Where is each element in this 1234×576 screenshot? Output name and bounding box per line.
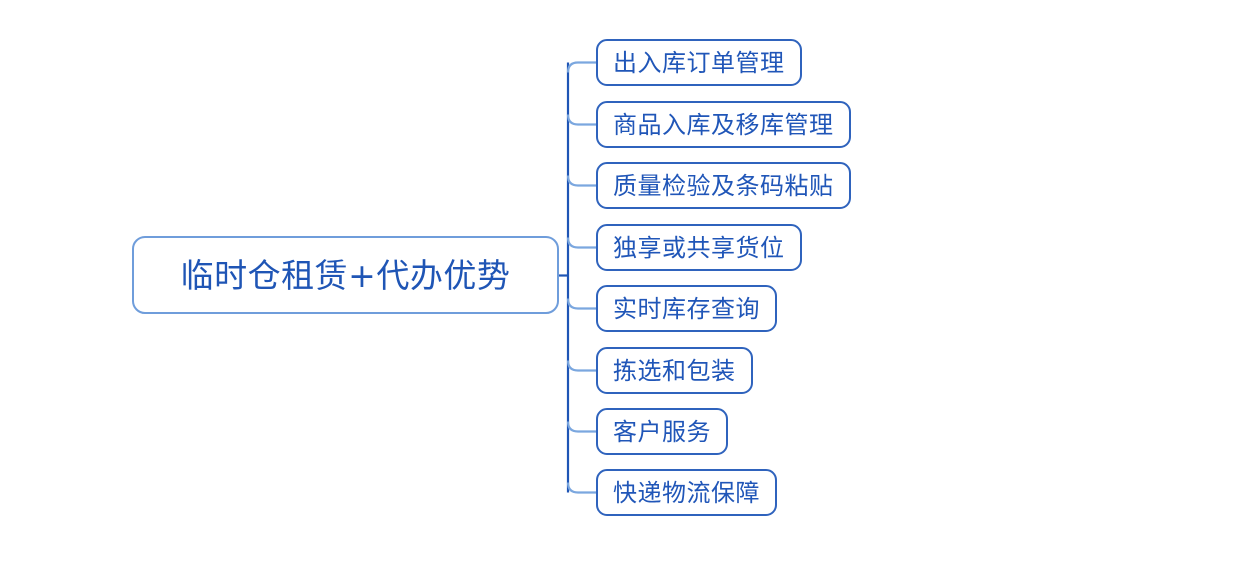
child-node-2[interactable]: 商品入库及移库管理	[596, 101, 851, 148]
child-node-6[interactable]: 拣选和包装	[596, 347, 753, 394]
child-node-4[interactable]: 独享或共享货位	[596, 224, 802, 271]
connector-branch-0	[566, 61, 596, 73]
connector-branch-6	[566, 421, 596, 433]
connector-branch-5	[566, 360, 596, 372]
root-node[interactable]: 临时仓租赁+代办优势	[132, 236, 559, 314]
child-node-label: 快递物流保障	[613, 478, 760, 507]
connector-branch-4	[566, 298, 596, 310]
connector-branch-2	[566, 175, 596, 187]
child-node-label: 出入库订单管理	[613, 48, 785, 77]
child-node-label: 质量检验及条码粘贴	[613, 171, 834, 200]
child-node-label: 商品入库及移库管理	[613, 110, 834, 139]
child-node-3[interactable]: 质量检验及条码粘贴	[596, 162, 851, 209]
connector-branch-7	[566, 482, 596, 494]
child-node-label: 客户服务	[613, 417, 711, 446]
child-node-label: 实时库存查询	[613, 294, 760, 323]
child-node-label: 拣选和包装	[613, 356, 736, 385]
child-node-1[interactable]: 出入库订单管理	[596, 39, 802, 86]
connector-branch-1	[566, 114, 596, 126]
child-node-label: 独享或共享货位	[613, 233, 785, 262]
child-node-7[interactable]: 客户服务	[596, 408, 728, 455]
child-node-5[interactable]: 实时库存查询	[596, 285, 777, 332]
child-node-8[interactable]: 快递物流保障	[596, 469, 777, 516]
root-node-label: 临时仓租赁+代办优势	[180, 255, 511, 295]
connector-branch-3	[566, 237, 596, 249]
